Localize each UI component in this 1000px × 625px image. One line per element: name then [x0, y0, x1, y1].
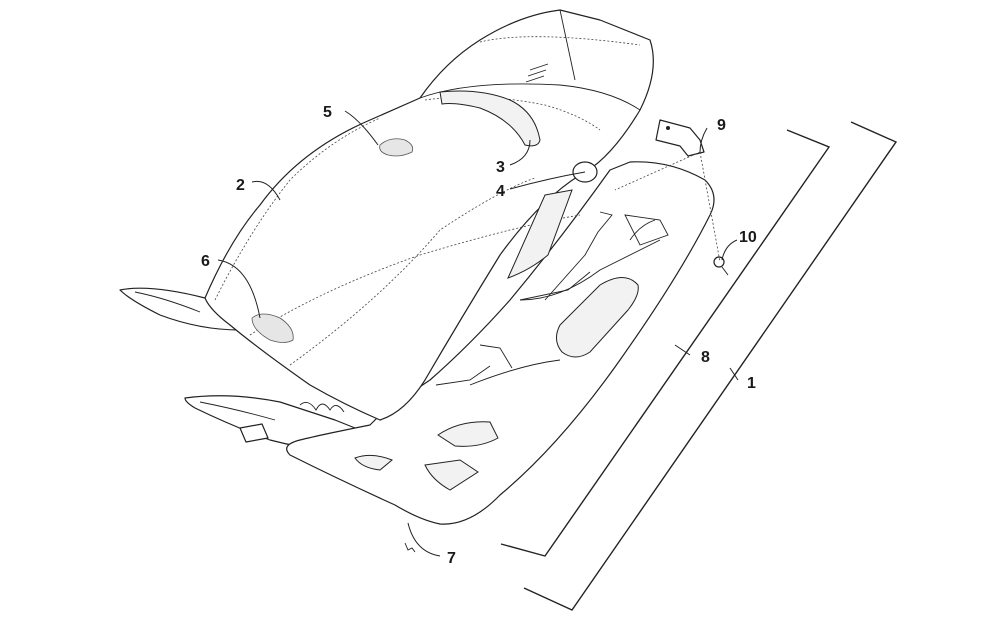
part-5-foam-pad — [379, 138, 414, 157]
part-9-bracket — [655, 119, 705, 157]
callout-4: 4 — [496, 183, 505, 200]
callout-7: 7 — [447, 550, 456, 567]
seat-base — [119, 161, 715, 525]
callout-6: 6 — [201, 253, 210, 270]
leader-lines — [217, 110, 739, 557]
callout-3: 3 — [496, 159, 505, 176]
callout-2: 2 — [236, 177, 245, 194]
callout-8: 8 — [701, 349, 710, 366]
part-6-foam-pad — [251, 313, 294, 343]
part-10-pin — [713, 256, 729, 276]
callout-9: 9 — [717, 117, 726, 134]
callout-1: 1 — [747, 375, 756, 392]
assembly-bracket-1 — [523, 121, 898, 611]
assembly-bracket-8 — [500, 129, 831, 557]
callout-5: 5 — [323, 104, 332, 121]
seat-cover — [204, 9, 654, 421]
part-7-clip — [404, 542, 416, 553]
callout-10: 10 — [739, 229, 757, 246]
